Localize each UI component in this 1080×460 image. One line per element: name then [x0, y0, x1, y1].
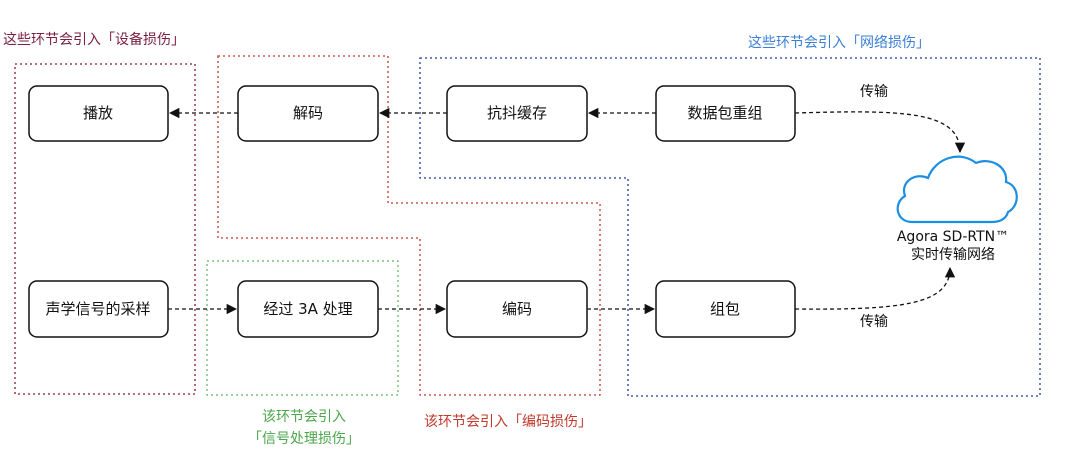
signal-region-label-line2: 「信号处理损伤」: [248, 431, 360, 447]
node-3a-processing-label: 经过 3A 处理: [263, 300, 352, 318]
encoding-region-outline: [217, 55, 601, 396]
node-packet-reassembly-label: 数据包重组: [687, 104, 762, 122]
node-acoustic-sampling: 声学信号的采样: [28, 280, 169, 338]
node-3a-processing: 经过 3A 处理: [237, 280, 379, 338]
cloud-label-line1: Agora SD-RTN™: [897, 229, 1009, 245]
node-encode-label: 编码: [502, 300, 532, 318]
node-packet-reassembly: 数据包重组: [655, 85, 796, 142]
node-packetize: 组包: [655, 280, 796, 338]
encoding-region-label: 该环节会引入「编码损伤」: [424, 414, 592, 430]
device-region-outline: [14, 63, 196, 395]
node-decode: 解码: [237, 85, 379, 142]
node-jitter-buffer: 抗抖缓存: [446, 85, 588, 142]
node-encode: 编码: [446, 280, 588, 338]
node-decode-label: 解码: [293, 104, 323, 122]
edge-packetize-to-cloud: [794, 266, 956, 310]
cloud-icon: [896, 155, 1018, 224]
edge-label-transmit-bottom: 传输: [860, 314, 888, 330]
edge-reassembly-to-cloud: [794, 111, 966, 154]
node-acoustic-sampling-label: 声学信号的采样: [45, 300, 150, 318]
signal-region-label-line1: 该环节会引入: [262, 409, 346, 425]
network-region-outline: [419, 57, 1041, 397]
edge-label-transmit-top: 传输: [860, 84, 888, 100]
node-playback-label: 播放: [83, 104, 113, 122]
node-jitter-buffer-label: 抗抖缓存: [487, 104, 547, 122]
node-playback: 播放: [28, 85, 169, 142]
cloud-label-line2: 实时传输网络: [911, 247, 995, 263]
network-region-label: 这些环节会引入「网络损伤」: [748, 34, 930, 51]
device-region-label: 这些环节会引入「设备损伤」: [3, 31, 185, 48]
node-packetize-label: 组包: [710, 300, 740, 318]
signal-region-outline: [206, 260, 399, 396]
